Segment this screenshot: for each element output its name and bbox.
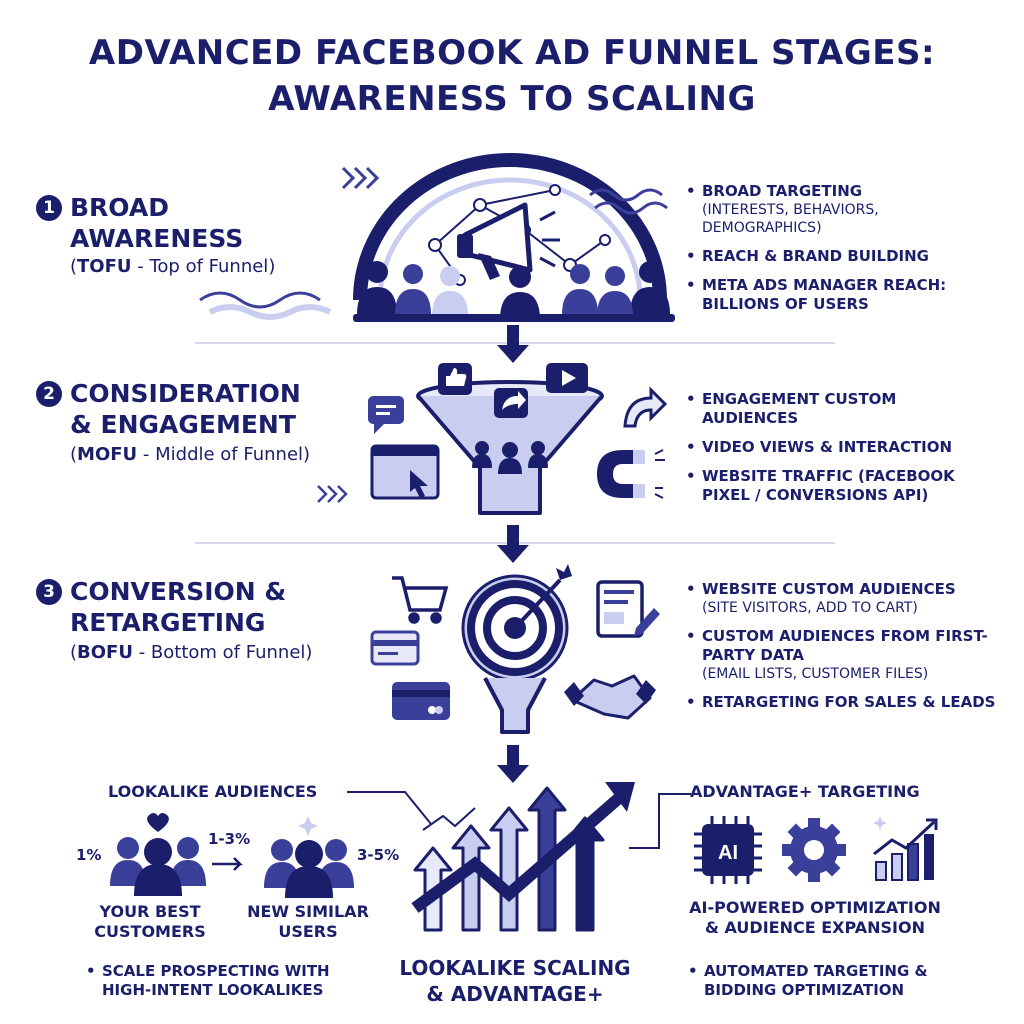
stage-2-bullet-2: VIDEO VIEWS & INTERACTION — [686, 438, 986, 457]
arrow-down-icon — [497, 525, 529, 563]
arrow-down-icon — [497, 325, 529, 363]
growth-chart-icon — [411, 782, 635, 932]
new-users-label: NEW SIMILAR USERS — [247, 902, 369, 941]
best-customers-label: YOUR BEST CUSTOMERS — [94, 902, 206, 941]
sparkle-icon — [298, 816, 318, 836]
credit-card-icon — [392, 682, 450, 720]
stage-1-bullet-2: REACH & BRAND BUILDING — [686, 247, 986, 266]
stage-3-bullet-2: CUSTOM AUDIENCES FROM FIRST-PARTY DATA(E… — [686, 627, 996, 683]
lookalike-bullet: SCALE PROSPECTING WITH HIGH-INTENT LOOKA… — [86, 962, 376, 1010]
stage-2-title-line-2: & ENGAGEMENT — [70, 410, 296, 439]
wave-decoration-left — [199, 291, 332, 320]
gear-icon — [782, 818, 846, 882]
stage-2-bullets: ENGAGEMENT CUSTOM AUDIENCES VIDEO VIEWS … — [686, 390, 986, 515]
connector-line-right — [629, 793, 691, 849]
stage-2-number: 2 — [36, 381, 62, 407]
like-icon — [438, 363, 472, 395]
stage-1-number: 1 — [36, 195, 62, 221]
stage-2-bullet-3: WEBSITE TRAFFIC (FACEBOOK PIXEL / CONVER… — [686, 467, 986, 505]
new-users-icon — [264, 839, 354, 898]
lookalike-title: LOOKALIKE AUDIENCES — [108, 782, 318, 801]
megaphone-icon — [457, 202, 560, 280]
stage-2-abbr: MOFU — [77, 444, 138, 465]
stage-1-sub: - Top of Funnel — [131, 256, 269, 277]
play-icon — [546, 363, 588, 393]
stage-3-title-line-1: CONVERSION & — [70, 577, 287, 606]
target-icon — [461, 564, 572, 734]
stage-3-bullet-1: WEBSITE CUSTOM AUDIENCES(SITE VISITORS, … — [686, 580, 996, 617]
stage-1-bullets: BROAD TARGETING(INTERESTS, BEHAVIORS, DE… — [686, 182, 986, 324]
title-line-1: ADVANCED FACEBOOK AD FUNNEL STAGES: — [88, 33, 936, 73]
stage-3-bullet-3: RETARGETING FOR SALES & LEADS — [686, 693, 996, 712]
ai-chip-icon: AI — [694, 816, 762, 884]
advantage-bullet: AUTOMATED TARGETING & BIDDING OPTIMIZATI… — [688, 962, 958, 1010]
page-title: ADVANCED FACEBOOK AD FUNNEL STAGES: AWAR… — [0, 30, 1024, 122]
center-label-line-2: & ADVANTAGE+ — [426, 982, 604, 1006]
conversion-illustration — [370, 564, 660, 734]
stage-1-title-line-1: BROAD — [70, 193, 169, 222]
advantage-icons: AI — [694, 816, 938, 884]
stage-2-bullet-1: ENGAGEMENT CUSTOM AUDIENCES — [686, 390, 986, 428]
chevrons-icon — [317, 485, 348, 503]
stage-1-bullet-1: BROAD TARGETING(INTERESTS, BEHAVIORS, DE… — [686, 182, 986, 237]
lookalike-pct-1: 1% — [76, 846, 102, 864]
reach-arc — [353, 153, 667, 301]
center-label: LOOKALIKE SCALING & ADVANTAGE+ — [370, 955, 660, 1007]
browser-icon — [370, 444, 440, 500]
connector-line-left — [347, 791, 432, 825]
wave-decoration-right — [589, 188, 668, 215]
stage-3-number: 3 — [36, 579, 62, 605]
curved-arrow-icon — [623, 386, 668, 428]
advantage-title: ADVANTAGE+ TARGETING — [690, 782, 920, 801]
stage-2-title-line-1: CONSIDERATION — [70, 379, 301, 408]
engagement-illustration — [317, 363, 668, 515]
lookalike-audience-illustration — [110, 813, 354, 898]
magnet-icon — [597, 449, 665, 499]
ai-chip-label: AI — [718, 842, 738, 864]
stage-1-abbr: TOFU — [77, 256, 132, 277]
stage-3-abbr: BOFU — [77, 642, 133, 663]
awareness-illustration — [199, 153, 675, 322]
stage-3-title-line-2: RETARGETING — [70, 608, 266, 637]
center-label-line-1: LOOKALIKE SCALING — [399, 956, 631, 980]
best-customers-icon — [110, 837, 206, 896]
stage-3-bullets: WEBSITE CUSTOM AUDIENCES(SITE VISITORS, … — [686, 580, 996, 722]
stage-1-title-line-2: AWARENESS — [70, 224, 244, 253]
stage-1-bullet-3: META ADS MANAGER REACH: BILLIONS OF USER… — [686, 276, 986, 314]
form-icon — [596, 580, 660, 638]
heart-icon — [147, 813, 169, 832]
chat-icon — [368, 396, 404, 434]
lookalike-pct-2: 1-3% — [208, 830, 251, 848]
title-line-2: AWARENESS TO SCALING — [268, 79, 756, 119]
share-icon — [494, 388, 528, 418]
stage-2-sub: - Middle of Funnel — [137, 444, 304, 465]
lookalike-pct-3: 3-5% — [357, 846, 400, 864]
card-icon — [370, 630, 420, 666]
chevrons-icon — [341, 166, 380, 190]
audience-icon — [353, 261, 675, 322]
arrow-right-icon — [212, 857, 244, 871]
cart-icon — [392, 576, 449, 624]
ai-optimization-label: AI-POWERED OPTIMIZATION & AUDIENCE EXPAN… — [689, 898, 941, 937]
handshake-icon — [564, 674, 656, 720]
arrow-down-icon — [497, 745, 529, 783]
stage-3-sub: - Bottom of Funnel — [132, 642, 306, 663]
growth-chart-icon — [873, 816, 938, 881]
